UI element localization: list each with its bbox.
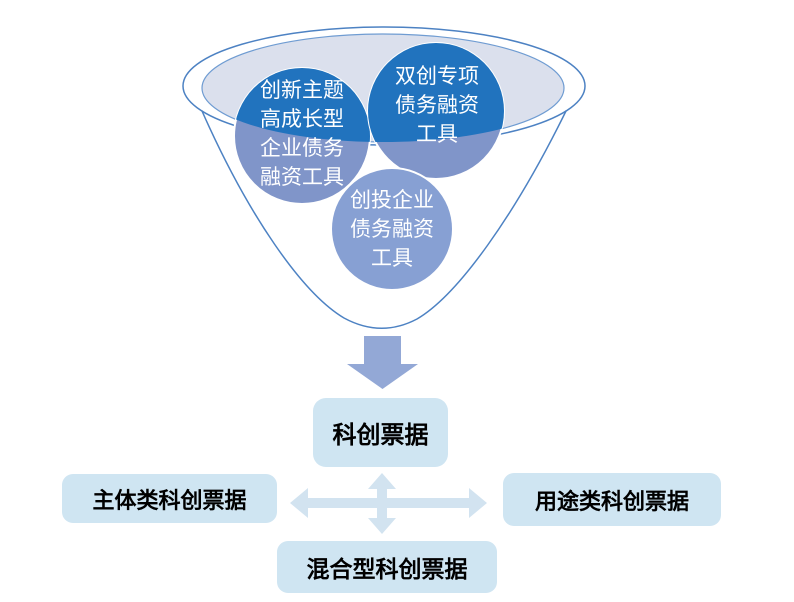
node-entity-type-notes: 主体类科创票据 [62,474,277,523]
funnel-cone-outline [201,110,567,329]
bubble-venture-capital [330,167,454,291]
node-sci-tech-notes: 科创票据 [313,398,448,467]
bubble-innovation-theme-dark [234,68,370,142]
node-hybrid-type-notes: 混合型科创票据 [277,541,497,593]
bubble-dual-innovation-dark [368,43,504,142]
down-arrow-icon [347,336,418,389]
horizontal-double-arrow-icon [290,488,487,518]
node-purpose-type-notes: 用途类科创票据 [503,473,721,526]
